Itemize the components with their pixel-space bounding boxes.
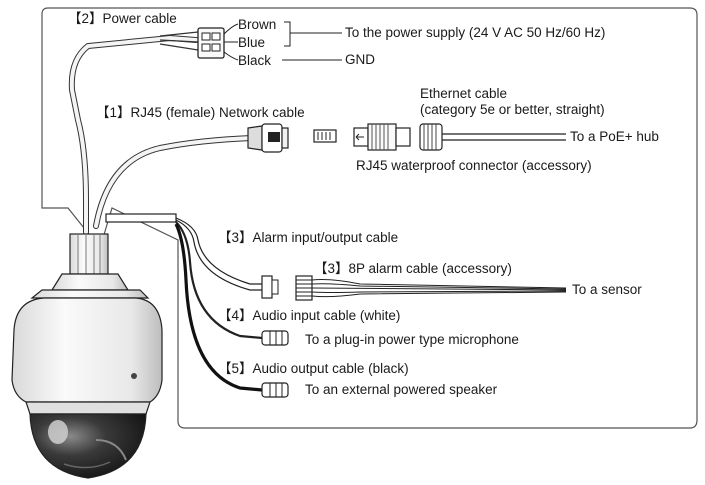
wire-blue-label: Blue [238, 35, 266, 50]
audio-input-plug-icon [261, 330, 289, 346]
audio-output-cable-label: 【5】Audio output cable (black) [218, 361, 409, 376]
power-connector-icon [197, 27, 225, 59]
ethernet-plug-icon [313, 129, 337, 143]
poe-hub-label: To a PoE+ hub [570, 129, 659, 144]
network-cable-label: 【1】RJ45 (female) Network cable [96, 105, 305, 120]
sensor-label: To a sensor [572, 282, 642, 297]
audio-output-plug-icon [261, 382, 289, 398]
microphone-label: To a plug-in power type microphone [305, 332, 519, 347]
callout-frame [41, 7, 698, 429]
wire-brown-label: Brown [238, 17, 277, 32]
speaker-label: To an external powered speaker [305, 382, 498, 397]
audio-input-cable-label: 【4】Audio input cable (white) [218, 308, 401, 323]
rj45-plug-icon [247, 123, 289, 153]
alarm-io-cable-label: 【3】Alarm input/output cable [218, 230, 399, 245]
waterproof-connector-icon [353, 123, 443, 151]
camera-icon [11, 233, 163, 479]
power-supply-label: To the power supply (24 V AC 50 Hz/60 Hz… [345, 25, 606, 40]
rj45-connector-label: RJ45 waterproof connector (accessory) [356, 158, 592, 173]
power-cable-label: 【2】Power cable [68, 11, 177, 26]
network-cable [93, 135, 255, 229]
brace [284, 21, 342, 47]
alarm-8p-cable-label: 【3】8P alarm cable (accessory) [314, 261, 512, 276]
ethernet-cable-spec-label: (category 5e or better, straight) [420, 102, 605, 117]
power-cable [68, 31, 199, 235]
alarm-connector-icon [261, 275, 567, 301]
lower-cable-bundle [105, 213, 263, 392]
wire-black-label: Black [238, 53, 272, 68]
ethernet-cable-label: Ethernet cable [420, 86, 508, 101]
gnd-label: GND [345, 52, 375, 67]
